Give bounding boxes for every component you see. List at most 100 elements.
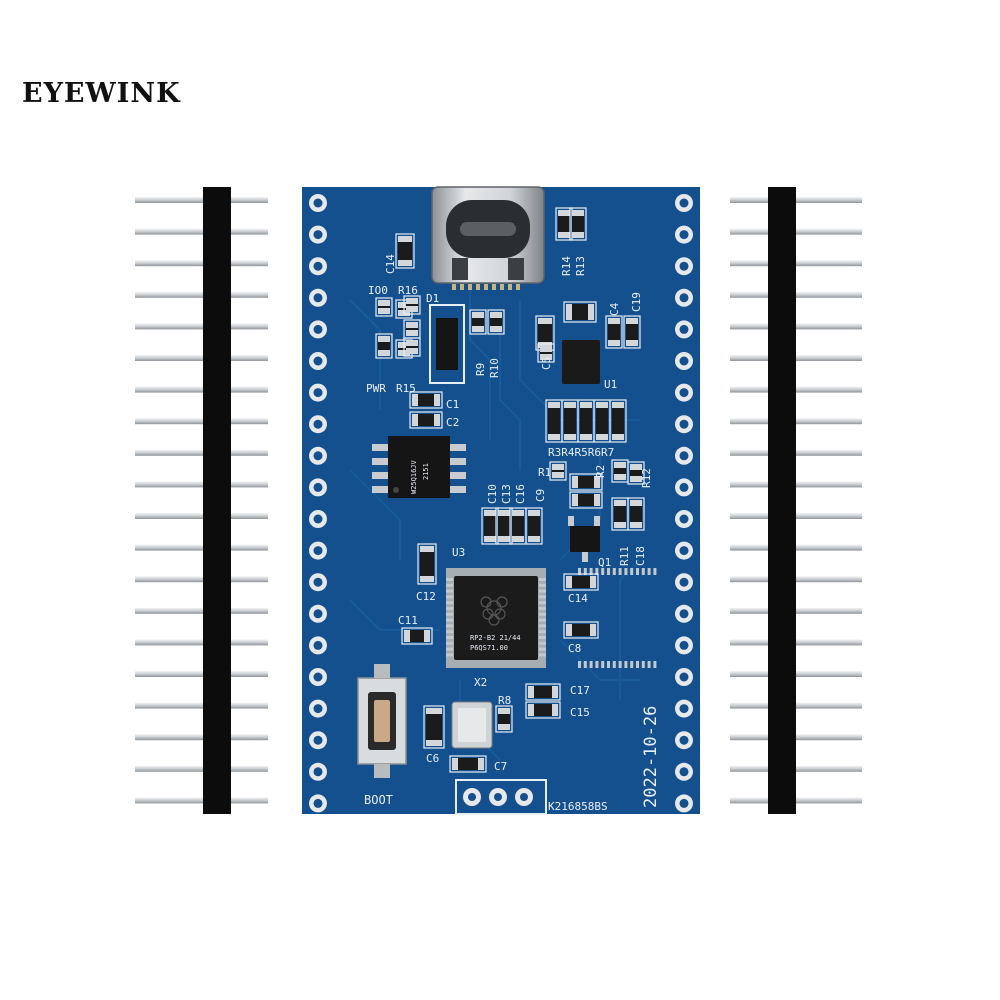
mcu-pin [539, 601, 546, 605]
pcb-pad-hole [679, 640, 689, 650]
smd-terminal [566, 576, 572, 588]
header-pin [135, 639, 268, 646]
pcb-pad-hole [313, 261, 323, 271]
smd-component [487, 309, 505, 335]
smd-terminal [596, 402, 608, 408]
smd-terminal [630, 476, 642, 482]
pcb-pad-hole [313, 324, 323, 334]
pcb-pad-hole [313, 767, 323, 777]
smd-terminal [626, 318, 638, 324]
smd-component [535, 315, 555, 351]
smd-terminal [498, 510, 510, 516]
smd-terminal [452, 758, 458, 770]
smd-outline [563, 573, 599, 591]
serial-number: K216858BS [548, 800, 608, 813]
boot-button[interactable] [357, 664, 407, 778]
mcu-pin [595, 661, 599, 668]
label-c6: C6 [426, 752, 439, 765]
smd-body [572, 576, 590, 588]
smd-component [611, 459, 629, 483]
smd-terminal [406, 298, 418, 304]
smd-body [406, 328, 418, 330]
mcu-pin [446, 583, 453, 587]
mcu-pin [612, 568, 616, 575]
smd-terminal [426, 740, 442, 746]
smd-terminal [572, 494, 578, 506]
label-d1: D1 [426, 292, 439, 305]
label-c19: C19 [630, 292, 643, 312]
smd-body [612, 408, 624, 434]
label-r13: R13 [574, 256, 587, 276]
pcb-pad-hole [679, 798, 689, 808]
smd-terminal [424, 630, 430, 642]
right-pad-column [675, 194, 693, 813]
label-c11: C11 [398, 614, 418, 627]
smd-body [580, 408, 592, 434]
smd-body [626, 324, 638, 340]
mcu-chip-u3 [446, 568, 657, 668]
smd-component [395, 233, 415, 269]
smd-terminal [552, 704, 558, 716]
pcb-pad-hole [313, 640, 323, 650]
mcu-pin [578, 661, 581, 668]
smd-body [406, 304, 418, 306]
pcb-pad-hole [313, 451, 323, 461]
pcb-pad-hole [313, 482, 323, 492]
mcu-pin [647, 568, 651, 575]
mcu-pin [630, 568, 634, 575]
right-pin-header [730, 187, 862, 814]
logo-shape [480, 596, 492, 608]
smd-body [418, 394, 434, 406]
mcu-pin [539, 618, 546, 622]
mcu-pin [539, 612, 546, 616]
pcb-pad-hole [313, 672, 323, 682]
smd-terminal [472, 326, 484, 332]
pcb-pad-hole [313, 704, 323, 714]
smd-outline [395, 233, 415, 269]
crystal-x2 [451, 701, 493, 749]
label-c14a: C14 [384, 254, 397, 274]
mcu-pin [612, 661, 616, 668]
smd-body [630, 470, 642, 476]
header-plastic [768, 187, 796, 814]
smd-component [537, 343, 555, 363]
smd-terminal [528, 704, 534, 716]
smd-terminal [406, 340, 418, 346]
smd-terminal [630, 500, 642, 506]
mcu-pin [539, 578, 546, 581]
smd-body [490, 318, 502, 326]
mcu-pin [624, 568, 628, 575]
smd-terminal [406, 330, 418, 336]
smd-terminal [572, 476, 578, 488]
label-r1: R1 [538, 466, 551, 479]
label-r15: R15 [396, 382, 416, 395]
smd-outline [563, 621, 599, 639]
mcu-pin [446, 636, 453, 639]
smd-component [593, 399, 611, 443]
smd-outline [401, 627, 433, 645]
smd-outline [563, 301, 597, 323]
label-c4: C4 [608, 302, 621, 316]
header-pin [135, 671, 268, 677]
smd-terminal [614, 500, 626, 506]
mcu-pin [539, 595, 546, 599]
smd-terminal [626, 340, 638, 346]
smd-body [558, 216, 570, 232]
label-u1: U1 [604, 378, 617, 391]
smd-terminal [608, 318, 620, 324]
smd-outline [375, 333, 393, 359]
smd-body [512, 516, 524, 536]
smd-body [420, 552, 434, 576]
header-pin [135, 765, 268, 772]
mcu-pin [618, 568, 622, 575]
smd-component [495, 705, 513, 733]
smd-terminal [538, 342, 552, 348]
header-pin [135, 513, 268, 519]
smd-component [375, 297, 393, 317]
smd-terminal [564, 402, 576, 408]
mcu-pin [446, 578, 453, 581]
smd-component [401, 627, 433, 645]
smd-terminal [528, 510, 540, 516]
smd-terminal [378, 350, 390, 356]
smd-terminal [538, 318, 552, 324]
